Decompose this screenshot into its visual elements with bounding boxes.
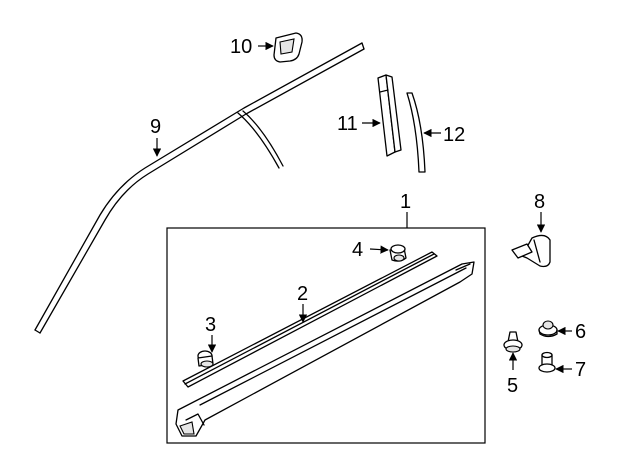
- callout-1: 1: [400, 191, 411, 213]
- fastener-part-5: [503, 331, 523, 353]
- push-clip-part-4: [389, 244, 407, 262]
- callout-labels: 1 2 3 4 5 6 7 8 9 10 11 12: [150, 36, 586, 397]
- roof-molding-part-9: [34, 42, 365, 334]
- callout-3: 3: [205, 314, 216, 336]
- callout-7: 7: [575, 359, 586, 381]
- pillar-applique-part-11: [377, 74, 402, 157]
- callout-12: 12: [443, 124, 465, 146]
- assembly-box: [166, 227, 486, 444]
- bracket-part-8: [511, 234, 551, 268]
- callout-9: 9: [150, 116, 161, 138]
- pillar-strip-part-12: [406, 92, 426, 173]
- pillar-strip: [237, 110, 284, 169]
- leader-lines: [152, 41, 572, 374]
- clip-part-10: [273, 32, 303, 63]
- rocker-molding-upper-part-2: [182, 251, 438, 388]
- nut-part-6: [538, 320, 558, 338]
- callout-4: 4: [352, 239, 363, 261]
- callout-11: 11: [337, 113, 358, 135]
- callout-10: 10: [230, 36, 252, 58]
- leader-4: [369, 245, 389, 254]
- push-clip-part-3: [197, 350, 214, 368]
- rocker-panel-part-1: [175, 261, 475, 437]
- callout-8: 8: [534, 191, 545, 213]
- callout-6: 6: [575, 321, 586, 343]
- screw-part-7: [538, 351, 556, 373]
- callout-2: 2: [297, 283, 308, 305]
- callout-5: 5: [507, 375, 518, 397]
